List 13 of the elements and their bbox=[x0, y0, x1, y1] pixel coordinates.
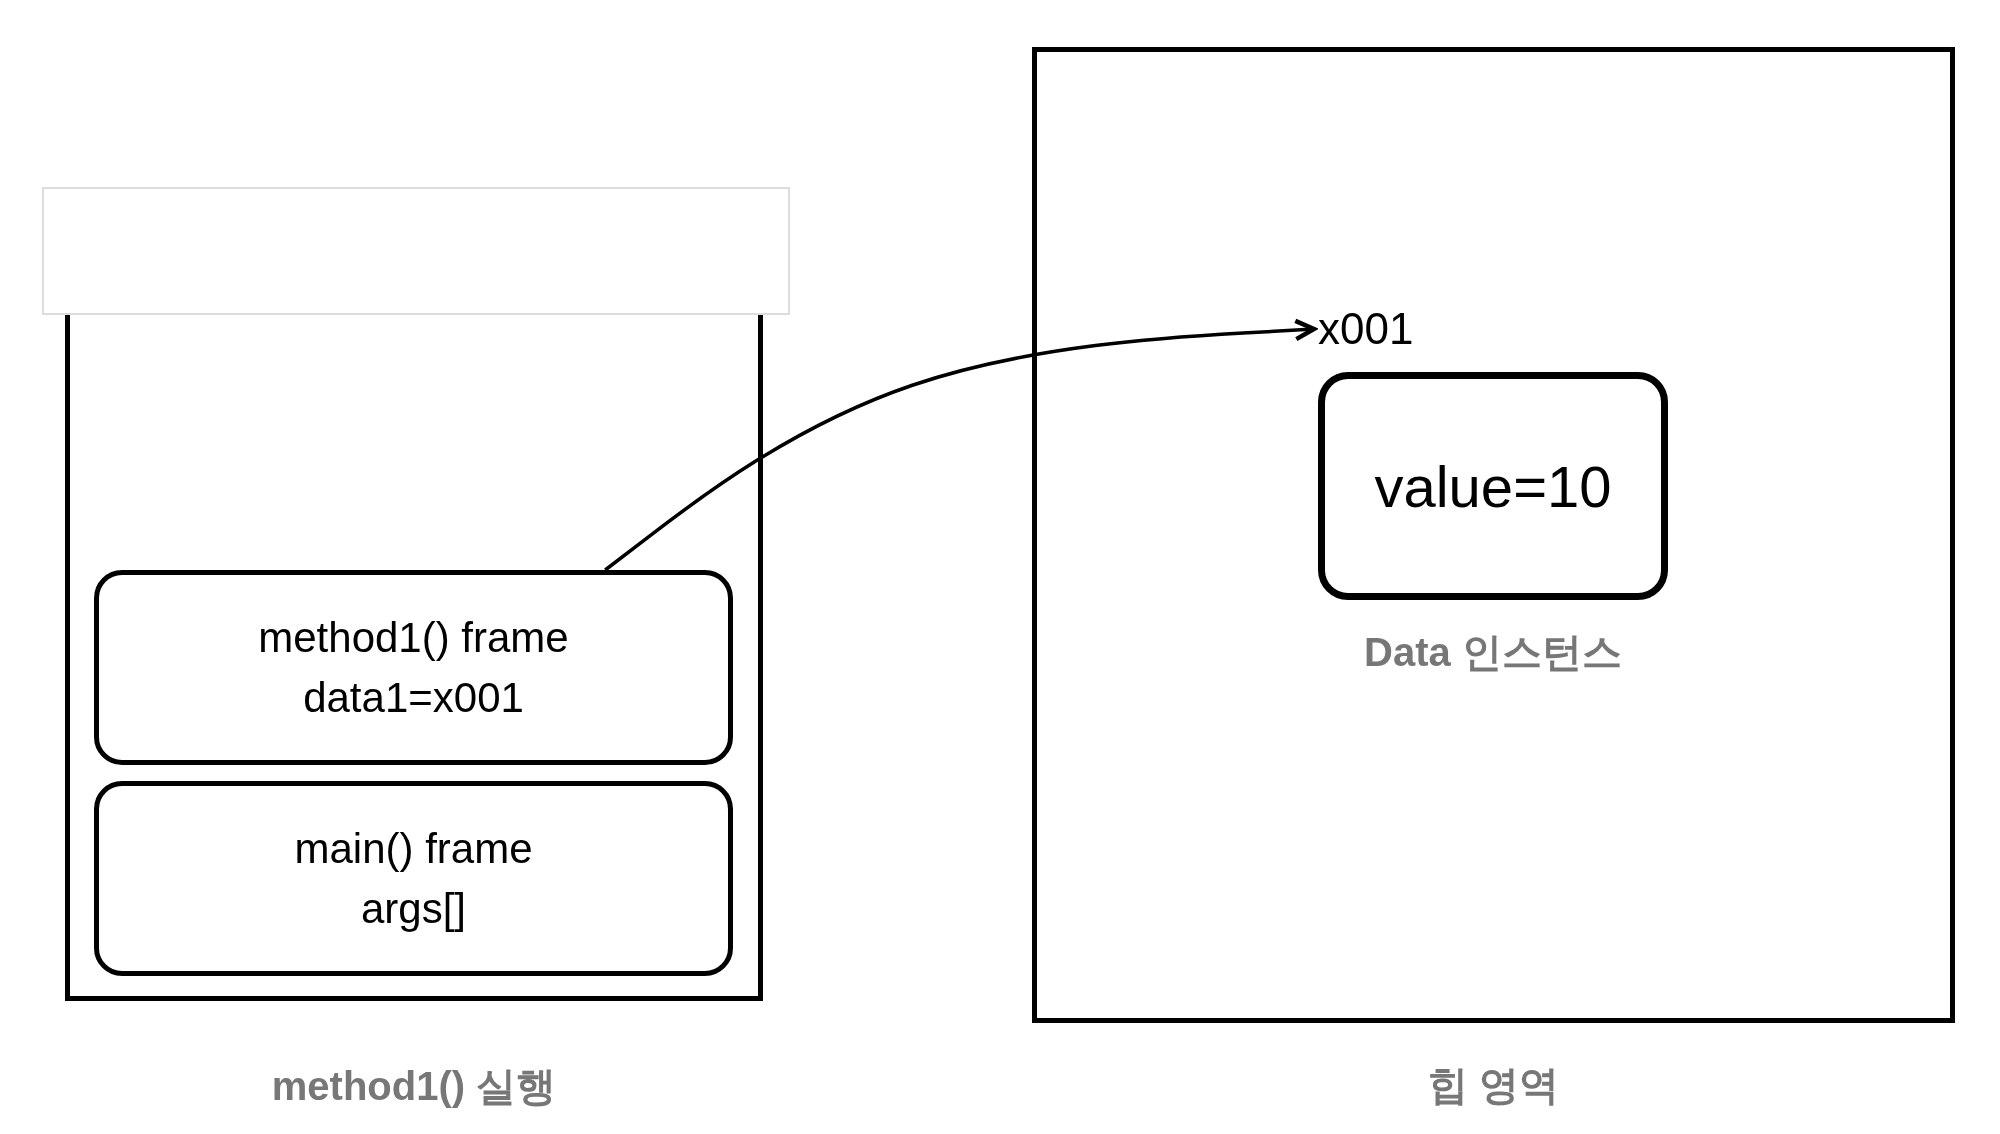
instance-caption: Data 인스턴스 bbox=[1363, 629, 1623, 676]
frame-text: args[] bbox=[360, 883, 466, 934]
area-caption: 힙 영역 bbox=[1426, 1062, 1561, 1109]
field-value: value=10 bbox=[1374, 452, 1612, 520]
frame-text: data1=x001 bbox=[303, 672, 524, 723]
stack-lid bbox=[42, 187, 790, 315]
stack-frame-box bbox=[94, 781, 733, 976]
frame-text: method1() frame bbox=[258, 612, 569, 663]
address-text: x001 bbox=[1318, 303, 1415, 355]
frame-text: main() frame bbox=[294, 823, 533, 874]
stack-frame-box bbox=[94, 570, 733, 765]
reference-arrow bbox=[604, 318, 1317, 572]
area-caption: method1() 실행 bbox=[270, 1063, 558, 1110]
